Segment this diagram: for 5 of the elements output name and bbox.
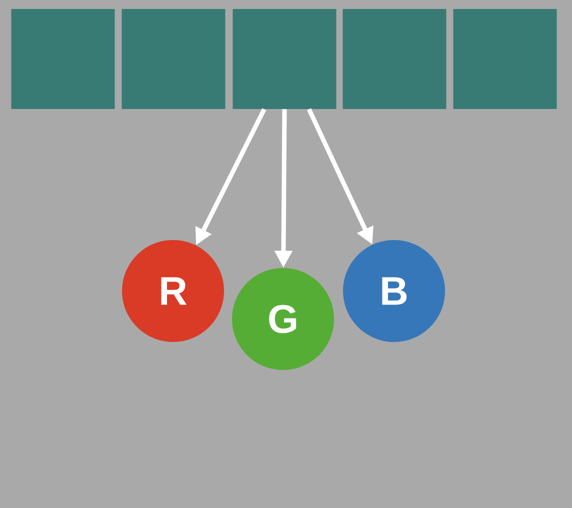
tile xyxy=(122,9,226,109)
tile xyxy=(11,9,115,109)
tile xyxy=(232,9,336,109)
tile xyxy=(453,9,557,109)
tile xyxy=(342,9,446,109)
